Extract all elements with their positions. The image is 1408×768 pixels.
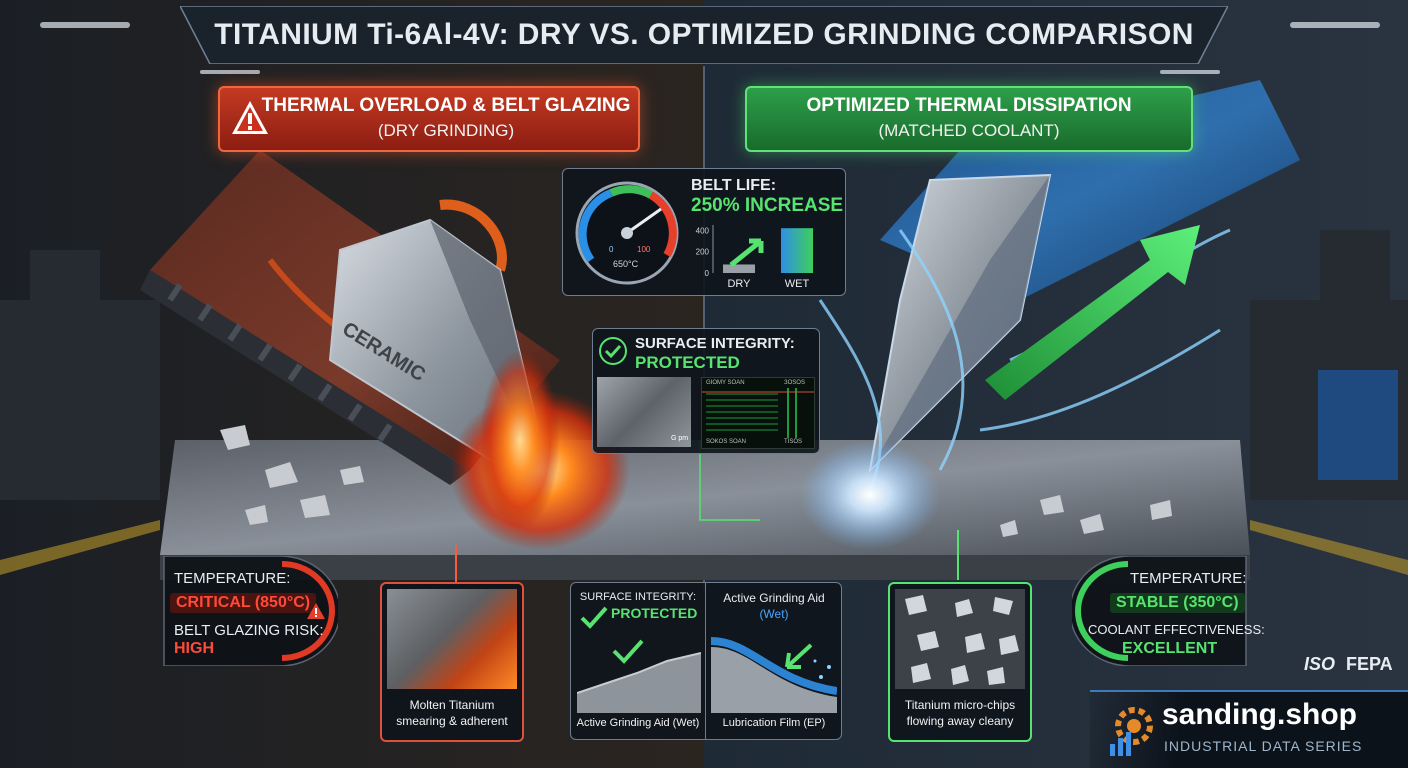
molten-titanium-card: Molten Titanium smearing & adherent	[380, 582, 524, 742]
brand-footer: sanding.shop INDUSTRIAL DATA SERIES	[1090, 690, 1408, 768]
chips-caption-2: flowing away cleany	[906, 714, 1014, 728]
grinding-aid-card: Active Grinding Aid (Wet) Lubrication Fi…	[707, 583, 841, 739]
chart-bar-dry	[723, 264, 755, 273]
chips-micrograph	[895, 589, 1025, 689]
dry-header-title: THERMAL OVERLOAD & BELT GLAZING	[261, 95, 631, 116]
scan-top-right: ЗOSOS	[784, 380, 805, 386]
dry-grinding-header: THERMAL OVERLOAD & BELT GLAZING (DRY GRI…	[218, 86, 640, 152]
optimized-temp-value: STABLE (350°C)	[1110, 593, 1245, 613]
check-icon	[580, 606, 608, 629]
belt-life-panel: 0 100 650°C BELT LIFE: 250% INCREASE 400…	[562, 168, 846, 296]
brand-name: sanding.shop	[1162, 698, 1357, 731]
alert-triangle-icon	[307, 603, 325, 619]
optimized-grinding-header: OPTIMIZED THERMAL DISSIPATION (MATCHED C…	[745, 86, 1193, 152]
surface-label: SURFACE INTEGRITY:	[635, 335, 795, 352]
optimized-header-subtitle: (MATCHED COOLANT)	[878, 121, 1060, 140]
scan-bottom-left: SOKOS SOAN	[706, 439, 747, 445]
grinding-aid-cards: SURFACE INTEGRITY: PROTECTED Active Grin…	[570, 582, 842, 740]
chart-category-label: WET	[785, 278, 810, 290]
gear-chart-logo-icon	[1110, 707, 1153, 756]
page-title: TITANIUM Ti-6Al-4V: DRY VS. OPTIMIZED GR…	[214, 18, 1194, 51]
surface-integrity-card: SURFACE INTEGRITY: PROTECTED Active Grin…	[571, 583, 706, 739]
dry-header-subtitle: (DRY GRINDING)	[377, 121, 515, 140]
aid-card-subtitle: (Wet)	[759, 607, 789, 621]
scan-bottom-right: TISOS	[784, 439, 803, 445]
surface-profile-image	[577, 652, 701, 713]
surface-card-value: PROTECTED	[611, 605, 698, 621]
micro-chips-card: Titanium micro-chips flowing away cleany	[888, 582, 1032, 742]
check-icon	[612, 639, 644, 664]
molten-caption-2: smearing & adherent	[396, 714, 508, 728]
aid-card-title: Active Grinding Aid	[723, 591, 825, 605]
sem-micrograph	[597, 377, 691, 447]
dry-stats-panel: TEMPERATURE: CRITICAL (850°C) BELT GLAZI…	[160, 556, 338, 666]
surface-card-caption: Active Grinding Aid (Wet)	[576, 717, 700, 729]
lubrication-film-diagram	[711, 637, 837, 713]
surface-card-label: SURFACE INTEGRITY:	[579, 591, 697, 603]
sem-scale-label: G pm	[671, 435, 689, 442]
gauge-min: 0	[609, 245, 614, 254]
check-circle-icon	[599, 337, 627, 365]
chips-caption-1: Titanium micro-chips	[904, 698, 1016, 712]
glazing-risk-label: BELT GLAZING RISK:	[174, 622, 324, 639]
warning-icon	[230, 98, 270, 138]
molten-micrograph	[387, 589, 517, 689]
glazing-risk-value: HIGH	[174, 640, 214, 657]
belt-life-label: BELT LIFE:	[691, 177, 777, 194]
scan-readout: GIOMY SOAN ЗOSOS SOKOS SOAN TISOS	[701, 377, 815, 449]
temperature-gauge-icon	[575, 181, 679, 285]
molten-caption-1: Molten Titanium	[409, 698, 495, 712]
scan-top-left: GIOMY SOAN	[706, 380, 745, 386]
increase-arrow-icon	[729, 238, 764, 267]
chart-y-tick: 400	[696, 226, 710, 235]
fepa-logo: FEPA	[1346, 654, 1393, 674]
dry-temp-label: TEMPERATURE:	[174, 570, 291, 587]
chart-y-tick: 0	[705, 269, 710, 278]
aid-card-caption: Lubrication Film (EP)	[722, 717, 826, 729]
dry-temp-value: CRITICAL (850°C)	[170, 593, 317, 613]
coolant-effectiveness-label: COOLANT EFFECTIVENESS:	[1088, 622, 1265, 637]
belt-life-value: 250% INCREASE	[691, 195, 844, 216]
optimized-stats-panel: TEMPERATURE: STABLE (350°C) COOLANT EFFE…	[1072, 556, 1265, 666]
optimized-temp-label: TEMPERATURE:	[1130, 570, 1247, 587]
surface-value: PROTECTED	[635, 353, 740, 372]
brand-tagline: INDUSTRIAL DATA SERIES	[1164, 738, 1363, 754]
gauge-readout: 650°C	[613, 259, 639, 269]
chart-bar-wet	[781, 228, 813, 273]
optimized-header-title: OPTIMIZED THERMAL DISSIPATION	[806, 95, 1132, 116]
surface-integrity-panel: SURFACE INTEGRITY: PROTECTED G pm GIOMY …	[592, 328, 820, 454]
iso-logo: ISO	[1304, 654, 1336, 674]
title-bar: TITANIUM Ti-6Al-4V: DRY VS. OPTIMIZED GR…	[180, 6, 1228, 64]
chart-category-label: DRY	[727, 278, 751, 290]
coolant-effectiveness-value: EXCELLENT	[1122, 640, 1218, 657]
chart-y-tick: 200	[696, 248, 710, 257]
gauge-max: 100	[637, 245, 651, 254]
